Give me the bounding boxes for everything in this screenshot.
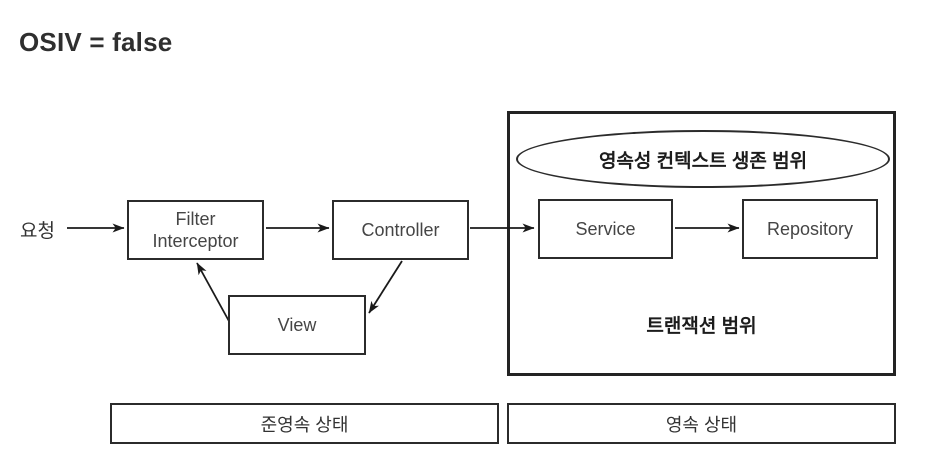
arrow-controller-to-view	[368, 260, 403, 314]
filter-interceptor-box: Filter Interceptor	[127, 200, 264, 260]
persistence-context-scope-pill: 영속성 컨텍스트 생존 범위	[516, 130, 890, 188]
request-label: 요청	[20, 221, 55, 242]
repository-label: Repository	[766, 219, 854, 239]
service-box: Service	[538, 199, 673, 259]
page-title: OSIV = false	[19, 27, 173, 57]
transaction-scope-label: 트랜잭션 범위	[646, 316, 757, 337]
repository-box: Repository	[742, 199, 878, 259]
persistent-state-label: 영속 상태	[665, 414, 738, 435]
view-label: View	[277, 315, 317, 335]
persistent-state-box: 영속 상태	[507, 403, 896, 444]
service-label: Service	[575, 219, 636, 239]
persistence-context-scope-label: 영속성 컨텍스트 생존 범위	[598, 150, 808, 172]
arrow-view-to-filter	[196, 262, 231, 324]
filter-label-line2: Interceptor	[152, 231, 239, 251]
controller-label: Controller	[361, 220, 440, 240]
filter-label-line1: Filter	[175, 209, 216, 229]
detached-state-label: 준영속 상태	[260, 414, 349, 435]
controller-box: Controller	[332, 200, 469, 260]
detached-state-box: 준영속 상태	[110, 403, 499, 444]
view-box: View	[228, 295, 366, 355]
